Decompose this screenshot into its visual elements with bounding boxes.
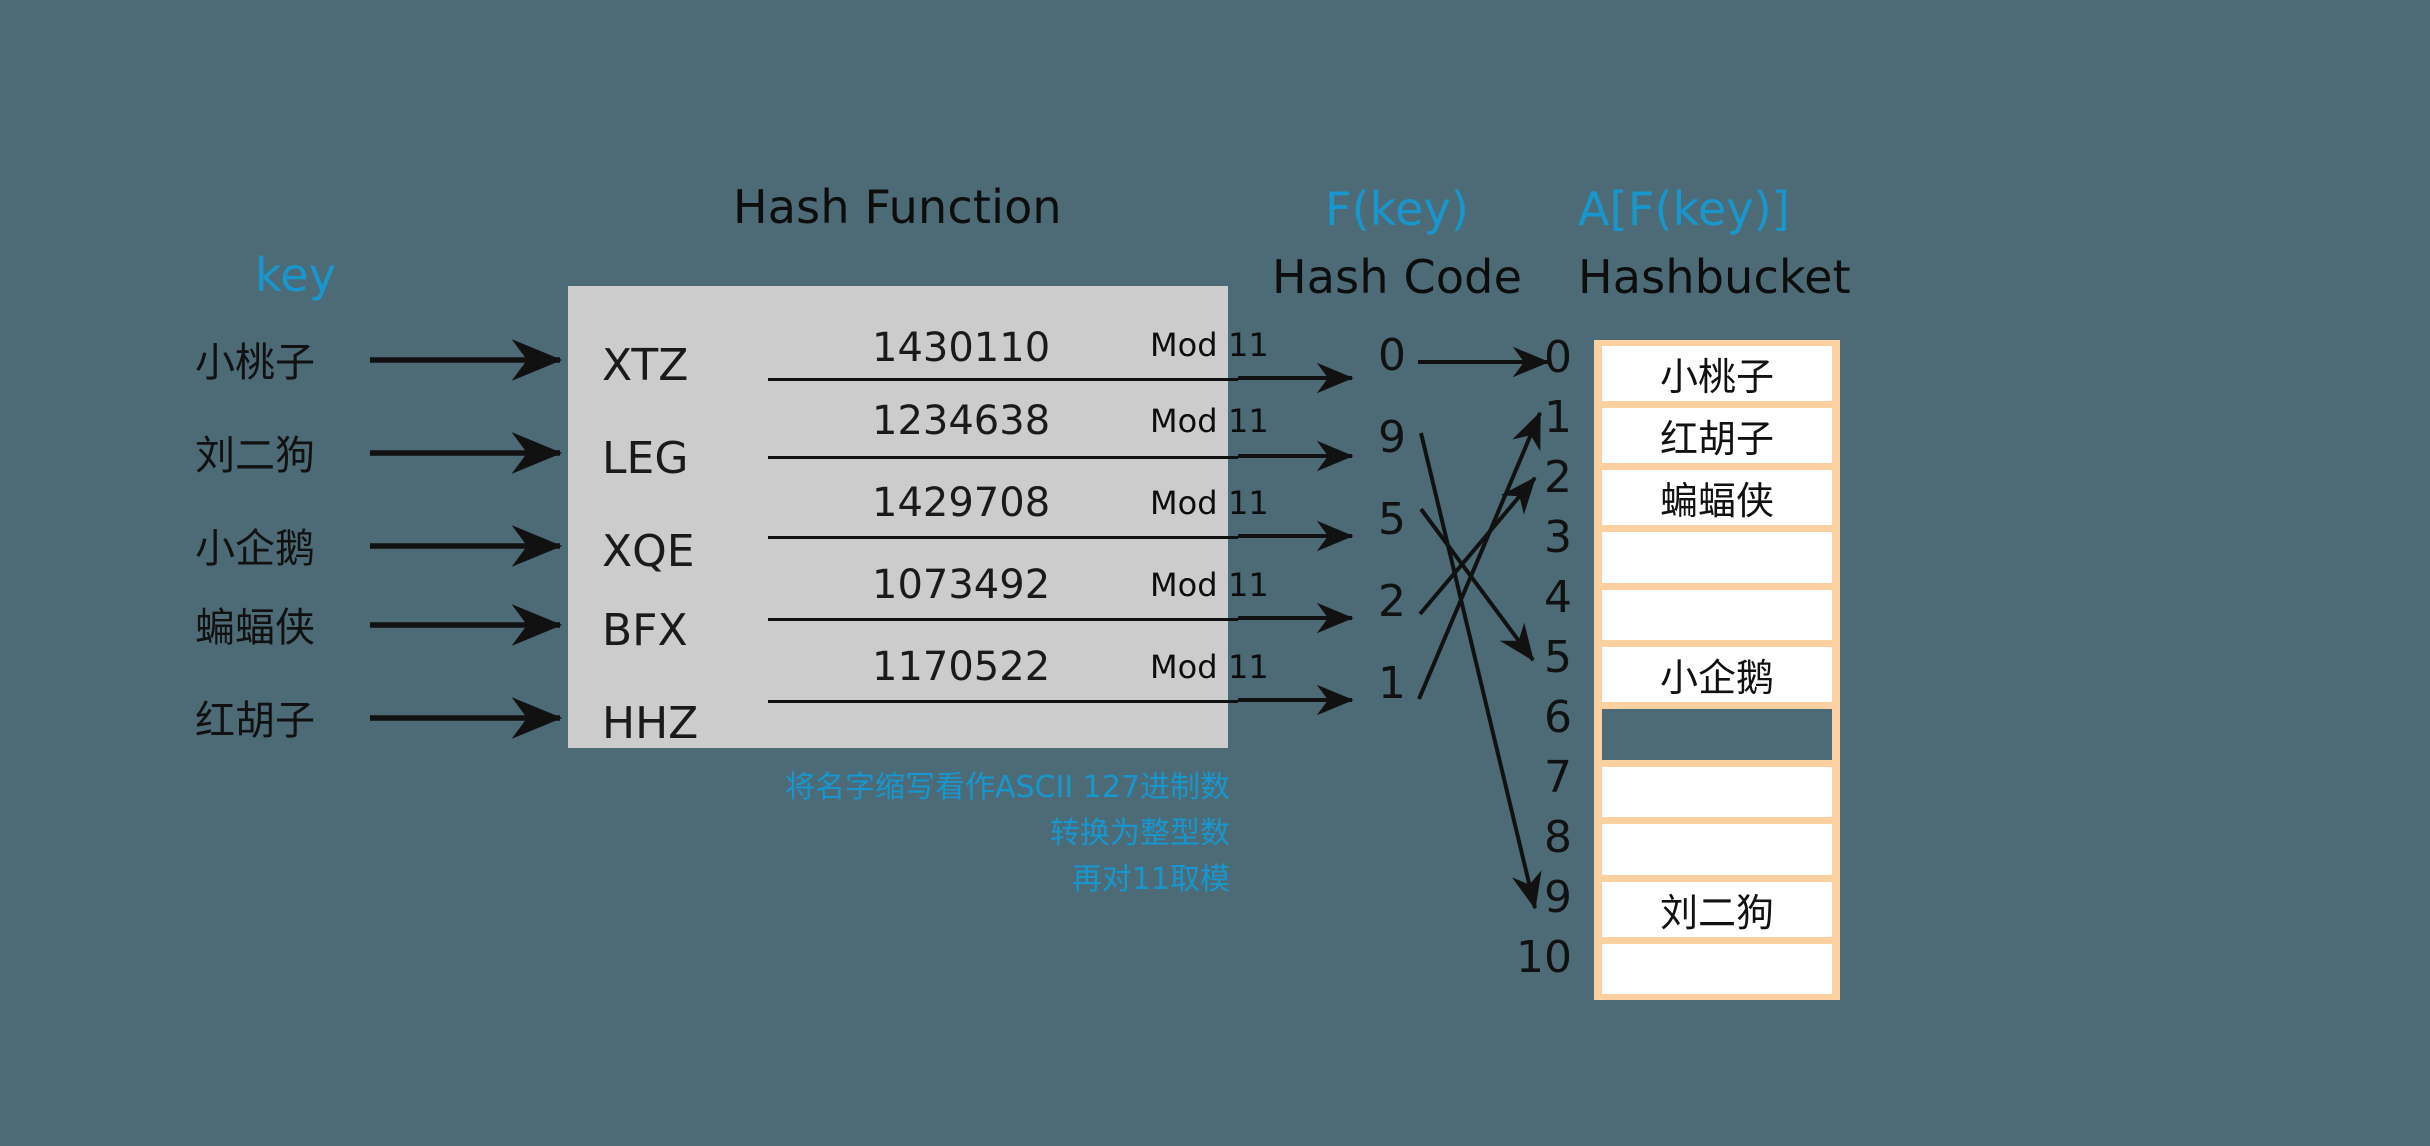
mod-label-0: Mod	[1150, 326, 1218, 364]
key-column-label: key	[255, 248, 337, 302]
mod-label-2: Mod	[1150, 484, 1218, 522]
bucket-cell-9[interactable]: 刘二狗	[1602, 881, 1832, 937]
hash-numerator-2: 1429708	[872, 480, 1051, 526]
key-abbr-4: HHZ	[602, 698, 699, 749]
bucket-index-7: 7	[1544, 752, 1572, 803]
fraction-bar-3	[768, 618, 1238, 621]
bucket-index-3: 3	[1544, 512, 1572, 563]
hash-code-label: Hash Code	[1272, 250, 1523, 304]
bucket-cell-6[interactable]	[1602, 709, 1832, 760]
hash-code-4: 1	[1378, 658, 1406, 709]
bucket-index-5: 5	[1544, 632, 1572, 683]
bucket-cell-4[interactable]	[1602, 589, 1832, 640]
bucket-cell-7[interactable]	[1602, 766, 1832, 817]
key-name-1: 刘二狗	[195, 433, 315, 479]
fraction-bar-2	[768, 536, 1238, 539]
afkey-label: A[F(key)]	[1578, 182, 1791, 236]
mod-modulus-4: 11	[1228, 648, 1269, 686]
bucket-cell-2[interactable]: 蝙蝠侠	[1602, 470, 1832, 525]
bucket-index-0: 0	[1544, 332, 1572, 383]
mod-label-4: Mod	[1150, 648, 1218, 686]
mod-modulus-0: 11	[1228, 326, 1269, 364]
hash-numerator-3: 1073492	[872, 562, 1051, 608]
note-line-0: 将名字缩写看作ASCII 127进制数	[784, 770, 1230, 805]
mod-modulus-3: 11	[1228, 566, 1269, 604]
bucket-cell-0[interactable]: 小桃子	[1602, 346, 1832, 401]
bucket-index-4: 4	[1544, 572, 1572, 623]
note-line-1: 转换为整型数	[1050, 816, 1230, 851]
bucket-cell-3[interactable]	[1602, 532, 1832, 583]
bucket-index-6: 6	[1544, 692, 1572, 743]
bucket-index-10: 10	[1516, 932, 1572, 983]
mod-modulus-1: 11	[1228, 402, 1269, 440]
key-abbr-3: BFX	[602, 605, 688, 656]
hash-numerator-1: 1234638	[872, 398, 1051, 444]
bucket-index-1: 1	[1544, 392, 1572, 443]
key-abbr-0: XTZ	[602, 340, 689, 391]
key-abbr-1: LEG	[602, 433, 689, 484]
hash-code-0: 0	[1378, 330, 1406, 381]
mod-label-3: Mod	[1150, 566, 1218, 604]
bucket-cell-1[interactable]: 红胡子	[1602, 408, 1832, 463]
fraction-bar-1	[768, 456, 1238, 459]
hash-code-3: 2	[1378, 576, 1406, 627]
bucket-index-2: 2	[1544, 452, 1572, 503]
key-name-3: 蝙蝠侠	[195, 605, 315, 651]
hash-function-panel	[568, 286, 1228, 748]
hash-function-title: Hash Function	[733, 180, 1062, 234]
hashbucket-label: Hashbucket	[1578, 250, 1851, 304]
bucket-index-8: 8	[1544, 812, 1572, 863]
bucket-cell-10[interactable]	[1602, 943, 1832, 994]
hash-code-2: 5	[1378, 494, 1406, 545]
bucket-cell-5[interactable]: 小企鹅	[1602, 647, 1832, 702]
key-name-4: 红胡子	[195, 698, 315, 744]
key-abbr-2: XQE	[602, 526, 695, 577]
mod-label-1: Mod	[1150, 402, 1218, 440]
bucket-cell-8[interactable]	[1602, 824, 1832, 875]
key-name-0: 小桃子	[195, 340, 315, 386]
hash-numerator-4: 1170522	[872, 644, 1051, 690]
key-name-2: 小企鹅	[195, 526, 315, 572]
hash-code-1: 9	[1378, 412, 1406, 463]
fkey-label: F(key)	[1325, 182, 1470, 236]
bucket-index-9: 9	[1544, 872, 1572, 923]
mod-modulus-2: 11	[1228, 484, 1269, 522]
fraction-bar-0	[768, 378, 1238, 381]
hashbucket-table: 小桃子 红胡子 蝙蝠侠 小企鹅 刘二狗	[1594, 340, 1840, 1000]
fraction-bar-4	[768, 700, 1238, 703]
hash-numerator-0: 1430110	[872, 325, 1051, 371]
note-line-2: 再对11取模	[1071, 862, 1230, 897]
